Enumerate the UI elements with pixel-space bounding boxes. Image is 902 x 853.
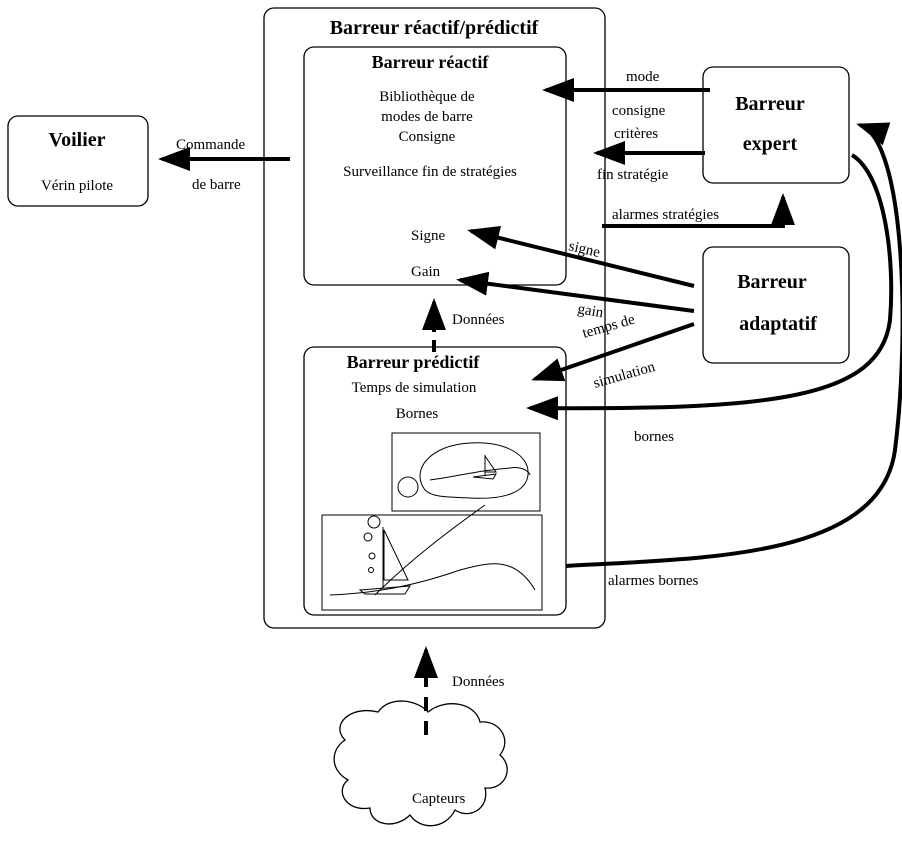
label-bornes: bornes xyxy=(634,429,674,445)
label-mode: mode xyxy=(626,69,660,85)
label-donnees-internal: Données xyxy=(452,312,505,328)
voilier-title: Voilier xyxy=(48,129,105,151)
capteurs-label: Capteurs xyxy=(412,791,465,807)
label-alarmes-strategies: alarmes stratégies xyxy=(612,207,719,223)
predictive-temps: Temps de simulation xyxy=(352,380,477,396)
label-consigne: consigne xyxy=(612,103,666,119)
alarmes-bornes-arrow xyxy=(565,122,902,568)
gain-arrow xyxy=(456,271,695,313)
label-commande: Commande xyxy=(176,137,245,153)
reactive-title: Barreur réactif xyxy=(372,52,490,72)
predictive-bornes: Bornes xyxy=(396,406,439,422)
expert-box xyxy=(702,66,850,184)
reactive-signe: Signe xyxy=(411,228,446,244)
sketch-scenario-bottom xyxy=(321,504,543,611)
reactive-line-1: Bibliothèque de xyxy=(379,89,475,105)
adaptatif-box xyxy=(702,246,850,364)
label-donnees-bottom: Données xyxy=(452,674,505,690)
sketch-scenario-top xyxy=(391,432,541,512)
label-criteres: critères xyxy=(614,126,658,142)
main-box-title: Barreur réactif/prédictif xyxy=(330,17,539,39)
expert-line-2: expert xyxy=(743,133,798,155)
adaptatif-line-1: Barreur xyxy=(737,271,807,293)
predictive-title: Barreur prédictif xyxy=(347,352,481,372)
expert-line-1: Barreur xyxy=(735,93,805,115)
label-fin-strategie: fin stratégie xyxy=(597,167,669,183)
temps-simulation-arrow xyxy=(531,322,695,382)
reactive-box xyxy=(303,46,567,286)
label-signe: signe xyxy=(567,238,602,261)
reactive-line-2: modes de barre xyxy=(381,109,473,125)
label-de-barre: de barre xyxy=(192,177,241,193)
signe-arrow xyxy=(467,226,695,288)
adaptatif-line-2: adaptatif xyxy=(739,313,817,335)
bornes-arrow xyxy=(526,153,894,421)
alarmes-strategies-arrow xyxy=(602,193,795,228)
label-gain: gain xyxy=(576,301,605,321)
capteurs-cloud xyxy=(333,700,508,827)
voilier-subtitle: Vérin pilote xyxy=(41,178,113,194)
reactive-line-4: Surveillance fin de stratégies xyxy=(343,164,517,180)
reactive-gain: Gain xyxy=(411,264,441,280)
voilier-box xyxy=(7,115,149,207)
label-alarmes-bornes: alarmes bornes xyxy=(608,573,699,589)
reactive-line-3: Consigne xyxy=(399,129,456,145)
